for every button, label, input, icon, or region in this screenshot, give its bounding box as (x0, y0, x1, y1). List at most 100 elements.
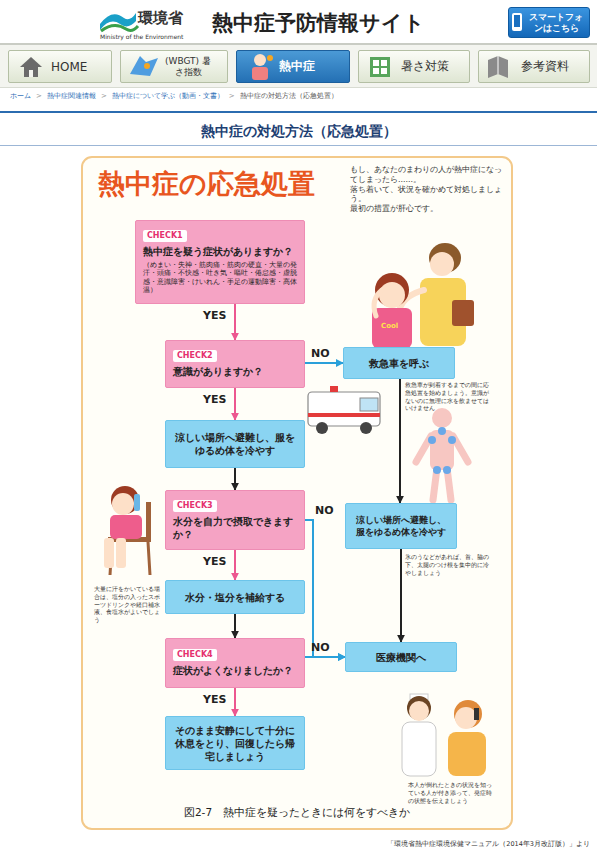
ambulance-illustration (360, 398, 378, 411)
process-box: 医療機関へ (345, 642, 457, 672)
breadcrumb-item: 熱中症について学ぶ（動画・文書） (112, 92, 224, 101)
book-icon (488, 56, 508, 78)
decision-box: CHECK2 意識がありますか？ (165, 340, 305, 388)
diagram-frame (82, 157, 512, 829)
decision-box: CHECK4症状がよくなりましたか？ (165, 638, 305, 688)
connector-arrow (234, 550, 236, 580)
process-text: 医療機関へ (376, 651, 426, 664)
nav-tab: 参考資料 (478, 50, 590, 83)
measures-icon (370, 57, 390, 77)
cooling-doll-illustration (433, 466, 441, 474)
cooling-doll-illustration (448, 436, 456, 444)
figure-caption: 図2-7 熱中症を疑ったときには何をすべきか (82, 806, 512, 820)
note: 大量に汗をかいている場合は、塩分の入ったスポーツドリンクや経口補水液、食塩水がよ… (94, 585, 164, 624)
nurse-illustration (402, 722, 436, 776)
logo-subtext: Ministry of the Environment (100, 33, 183, 41)
edge-label: NO (311, 641, 330, 655)
decision-box: CHECK1 熱中症を疑う症状がありますか？ （めまい・失神・筋肉痛・筋肉の硬直・大… (135, 220, 305, 304)
nav-tab: (WBGT) 暑さ指数 (120, 50, 228, 83)
cooling-doll-illustration (438, 427, 446, 435)
decision-box: CHECK3水分を自力で摂取できますか？ (165, 490, 305, 550)
wbgt-icon (130, 56, 158, 76)
note: 氷のうなどがあれば、首、脇の下、太腿のつけ根を集中的に冷やしましょう (405, 553, 489, 576)
nurse-illustration (454, 700, 482, 728)
cooling-doll-illustration (443, 466, 451, 474)
process-text: 涼しい場所へ避難し、服をゆるめ体を冷やす (172, 431, 298, 457)
breadcrumb-separator: > (229, 92, 235, 101)
home-icon (29, 70, 33, 77)
people-illustration (452, 300, 474, 326)
breadcrumb: ホーム>熱中症関連情報>熱中症について学ぶ（動画・文書）>熱中症の対処方法（応急… (10, 92, 590, 101)
phone-icon (512, 13, 522, 31)
check-question: 意識がありますか？ (173, 365, 263, 378)
nav-bar (0, 87, 597, 88)
phone-icon (514, 15, 520, 27)
intro-text: もし、あなたのまわりの人が熱中症になってしまったら……。落ち着いて、状況を確かめ… (350, 165, 504, 214)
nav-text: 暑さ対策 (401, 58, 449, 75)
process-box: 救急車を呼ぶ (343, 347, 455, 379)
drinking-girl-illustration (134, 494, 140, 511)
drinking-girl-illustration (104, 486, 151, 575)
measures-icon (373, 68, 379, 74)
edge-label: YES (203, 555, 226, 569)
connector-arrow (399, 379, 401, 503)
edge-label: YES (203, 693, 226, 707)
nurse-illustration (448, 732, 486, 776)
drinking-girl-illustration (110, 515, 142, 539)
shirt-text: Cool (381, 322, 398, 331)
intro-line: もし、あなたのまわりの人が熱中症になってしまったら……。 (350, 165, 504, 185)
check-tag: CHECK1 (143, 230, 187, 242)
cooling-doll-illustration (416, 436, 468, 500)
process-text: そのまま安静にして十分に休息をとり、回復したら帰宅しましょう (172, 724, 298, 763)
section-rule (0, 111, 597, 146)
drinking-girl-illustration (146, 502, 151, 542)
process-text: 救急車を呼ぶ (369, 357, 429, 370)
people-illustration (430, 252, 454, 276)
button-text: スマートフォンはこちら (525, 12, 587, 34)
edge-label: NO (311, 347, 330, 361)
ambulance-illustration (360, 422, 372, 434)
section-heading: 熱中症の対処方法（応急処置） (0, 122, 597, 140)
book-icon (488, 56, 508, 78)
site-title: 熱中症予防情報サイト (212, 10, 425, 37)
ambulance-illustration (308, 413, 380, 417)
intro-line: 最初の措置が肝心です。 (350, 204, 504, 214)
measures-icon (381, 60, 387, 66)
breadcrumb-item: 熱中症の対処方法（応急処置） (240, 92, 338, 101)
check-tag: CHECK2 (173, 350, 217, 362)
nav-text: 参考資料 (521, 58, 569, 75)
home-icon (20, 57, 42, 77)
home-icon (20, 57, 42, 67)
people-illustration (379, 282, 405, 308)
nav-bar (0, 43, 597, 88)
check-tag: CHECK3 (173, 500, 217, 512)
wbgt-icon (144, 63, 150, 69)
edge-label: NO (315, 504, 334, 518)
nav-tab: HOME (8, 50, 112, 83)
connector-arrow (305, 520, 345, 657)
nurse-illustration (455, 707, 477, 729)
nav-text: HOME (51, 60, 87, 74)
breadcrumb-separator: > (101, 92, 107, 101)
diagram-title: 熱中症の応急処置 (98, 166, 315, 201)
breadcrumb-separator: > (36, 92, 42, 101)
book-icon (498, 56, 499, 74)
ambulance-illustration (316, 422, 328, 434)
measures-icon (373, 60, 379, 66)
heatstroke-icon (252, 54, 273, 80)
ambulance-illustration (330, 386, 338, 392)
process-box: そのまま安静にして十分に休息をとり、回復したら帰宅しましょう (165, 716, 305, 770)
nurse-illustration (409, 701, 429, 721)
section-rule (0, 111, 597, 113)
measures-icon (381, 68, 387, 74)
symptom-list: （めまい・失神・筋肉痛・筋肉の硬直・大量の発汗・頭痛・不快感・吐き気・嘔吐・倦怠… (143, 261, 297, 295)
drinking-girl-illustration (111, 486, 139, 514)
note: 本人が倒れたときの状況を知っている人が付き添って、発症時の状態を伝えましょう (408, 781, 496, 804)
heatstroke-icon (252, 67, 268, 80)
wbgt-icon (130, 56, 158, 76)
phone-icon (512, 13, 522, 31)
connector-arrow (234, 614, 236, 638)
check-question: 熱中症を疑う症状がありますか？ (143, 245, 293, 258)
